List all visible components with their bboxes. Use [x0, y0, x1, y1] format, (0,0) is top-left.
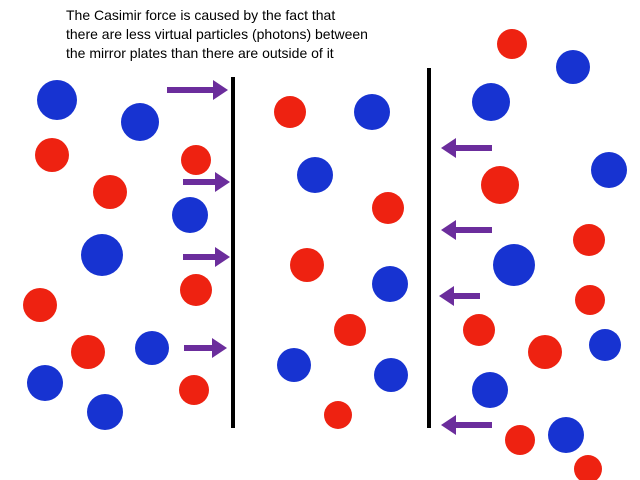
blue-particle-middle — [354, 94, 390, 130]
blue-particle-left — [172, 197, 208, 233]
red-particle-left — [181, 145, 211, 175]
blue-particle-right — [472, 372, 508, 408]
red-particle-middle — [290, 248, 324, 282]
blue-particle-left — [121, 103, 159, 141]
blue-particle-middle — [374, 358, 408, 392]
blue-particle-right — [589, 329, 621, 361]
blue-particle-right — [472, 83, 510, 121]
blue-particle-right — [548, 417, 584, 453]
right-mirror-plate — [427, 68, 431, 428]
blue-particle-middle — [297, 157, 333, 193]
red-particle-right — [497, 29, 527, 59]
red-particle-middle — [372, 192, 404, 224]
blue-particle-right — [556, 50, 590, 84]
red-particle-left — [180, 274, 212, 306]
left-mirror-plate — [231, 77, 235, 428]
red-particle-middle — [324, 401, 352, 429]
blue-particle-middle — [277, 348, 311, 382]
red-particle-right — [573, 224, 605, 256]
red-particle-right — [575, 285, 605, 315]
red-particle-middle — [274, 96, 306, 128]
red-particle-left — [23, 288, 57, 322]
red-particle-left — [179, 375, 209, 405]
red-particle-middle — [334, 314, 366, 346]
blue-particle-left — [37, 80, 77, 120]
blue-particle-left — [135, 331, 169, 365]
red-particle-right — [574, 455, 602, 480]
blue-particle-left — [87, 394, 123, 430]
red-particle-right — [528, 335, 562, 369]
red-particle-right — [481, 166, 519, 204]
red-particle-right — [463, 314, 495, 346]
blue-particle-right — [591, 152, 627, 188]
caption-line-3: the mirror plates than there are outside… — [66, 45, 334, 61]
caption-text: The Casimir force is caused by the fact … — [66, 6, 368, 63]
blue-particle-left — [81, 234, 123, 276]
red-particle-left — [71, 335, 105, 369]
caption-line-2: there are less virtual particles (photon… — [66, 26, 368, 42]
red-particle-left — [93, 175, 127, 209]
blue-particle-middle — [372, 266, 408, 302]
blue-particle-right — [493, 244, 535, 286]
caption-line-1: The Casimir force is caused by the fact … — [66, 7, 336, 23]
blue-particle-left — [27, 365, 63, 401]
red-particle-left — [35, 138, 69, 172]
red-particle-right — [505, 425, 535, 455]
